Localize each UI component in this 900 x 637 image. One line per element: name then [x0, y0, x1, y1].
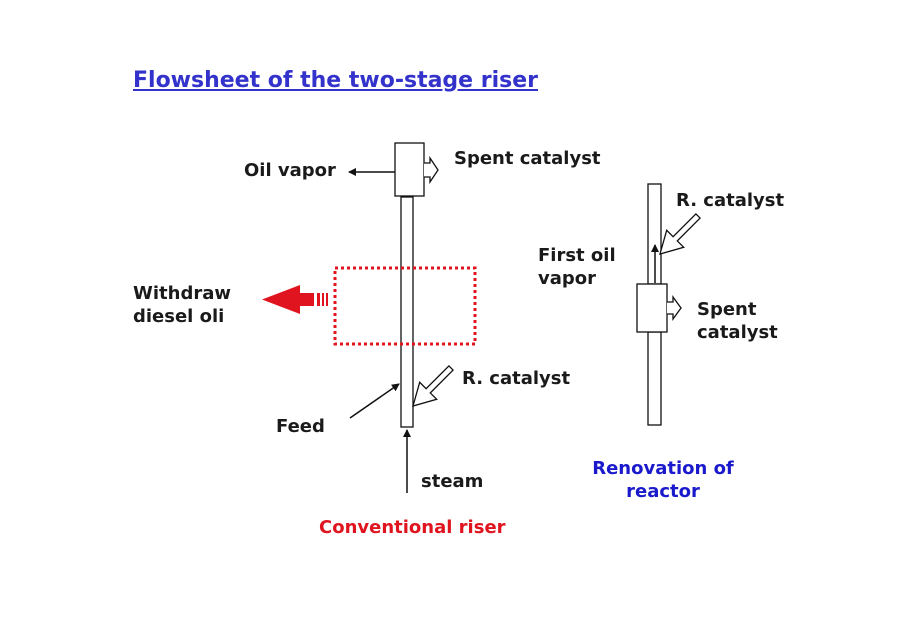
disengager-box [394, 142, 425, 197]
renovation-spent-catalyst-arrow [667, 295, 682, 321]
feed-arrow [349, 383, 400, 419]
diesel-oil-label: diesel oli [133, 306, 225, 327]
renovation-caption-line2: reactor [626, 481, 700, 502]
renovation-r-catalyst-label: R. catalyst [676, 190, 785, 211]
steam-label: steam [421, 471, 484, 492]
r-catalyst-label: R. catalyst [462, 368, 571, 389]
spent-catalyst-arrow [424, 155, 439, 185]
withdraw-label: Withdraw [133, 283, 231, 304]
page-title: Flowsheet of the two-stage riser [133, 68, 539, 93]
renovation-r-catalyst-arrow [659, 212, 702, 255]
first-oil-label: First oil [538, 245, 616, 266]
spent-catalyst-label: Spent catalyst [454, 148, 601, 169]
second-stage-tube [647, 331, 662, 426]
conventional-riser-caption: Conventional riser [319, 517, 506, 538]
renovation-catalyst-label: catalyst [697, 322, 778, 343]
oil-vapor-label: Oil vapor [244, 160, 336, 181]
renovation-caption-line1: Renovation of [592, 458, 734, 479]
renovation-spent-label: Spent [697, 299, 757, 320]
feed-label: Feed [276, 416, 325, 437]
separator-box [636, 283, 668, 333]
withdraw-arrow [262, 285, 328, 314]
riser-tube [400, 196, 414, 428]
vapor-label: vapor [538, 268, 597, 289]
renovation-reactor [636, 183, 702, 426]
regenerated-catalyst-arrow [412, 364, 455, 407]
conventional-riser [262, 142, 477, 493]
